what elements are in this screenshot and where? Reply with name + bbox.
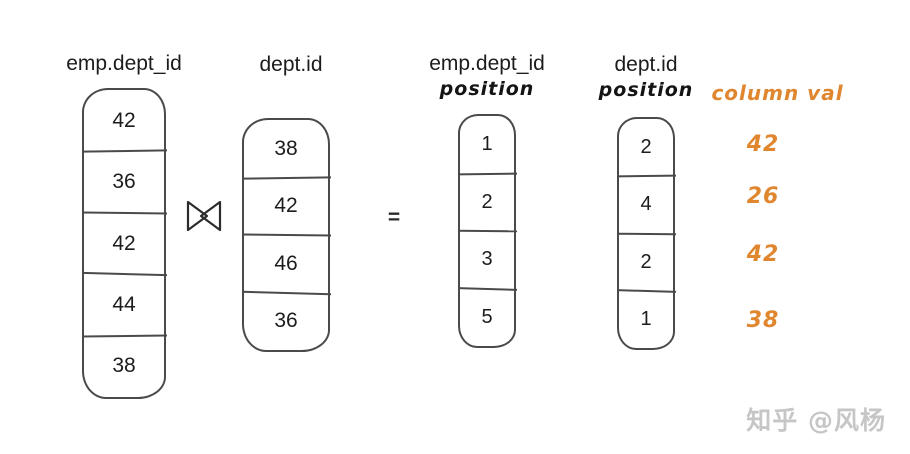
table-cell: 46 — [244, 235, 328, 293]
column-val-value: 26 — [746, 184, 780, 209]
equals-sign: = — [387, 206, 401, 229]
table-cell: 38 — [274, 136, 298, 160]
column-val-value: 38 — [746, 308, 780, 333]
dept-position-table: 2 4 2 1 — [617, 117, 675, 350]
dept-id-title: dept.id — [259, 53, 323, 76]
emp-pos-title: emp.dept_id — [429, 52, 545, 75]
dept-id-table: 38 42 46 36 — [242, 118, 330, 352]
table-cell: 5 — [460, 289, 514, 347]
table-cell: 42 — [244, 178, 328, 236]
column-val-title: column val — [711, 81, 844, 105]
emp-position-table: 1 2 3 5 — [458, 114, 516, 348]
emp-pos-header: emp.dept_id position — [402, 52, 572, 100]
table-cell: 1 — [619, 291, 673, 348]
table-cell: 1 — [481, 133, 493, 156]
dept-pos-subtitle: position — [598, 79, 694, 101]
dept-pos-title: dept.id — [614, 53, 678, 76]
emp-dept-id-table: 42 36 42 44 38 — [82, 88, 166, 399]
dept-pos-header: dept.id position — [561, 53, 731, 101]
emp-dept-id-title: emp.dept_id — [66, 52, 182, 75]
table-cell: 2 — [619, 234, 673, 291]
table-cell: 42 — [84, 213, 164, 274]
table-cell: 2 — [640, 136, 652, 159]
table-cell: 42 — [112, 108, 136, 132]
table-cell: 44 — [84, 274, 164, 335]
join-bowtie-icon — [186, 200, 222, 232]
table-cell: 2 — [460, 174, 514, 232]
emp-pos-subtitle: position — [439, 78, 535, 100]
column-val-value: 42 — [746, 242, 780, 267]
table-cell: 36 — [84, 151, 164, 212]
table-cell: 38 — [84, 336, 164, 397]
table-cell: 4 — [619, 176, 673, 233]
zhihu-watermark: 知乎 @风杨 — [746, 406, 886, 435]
table-cell: 36 — [244, 293, 328, 351]
column-val-value: 42 — [746, 132, 780, 157]
table-cell: 3 — [460, 231, 514, 289]
